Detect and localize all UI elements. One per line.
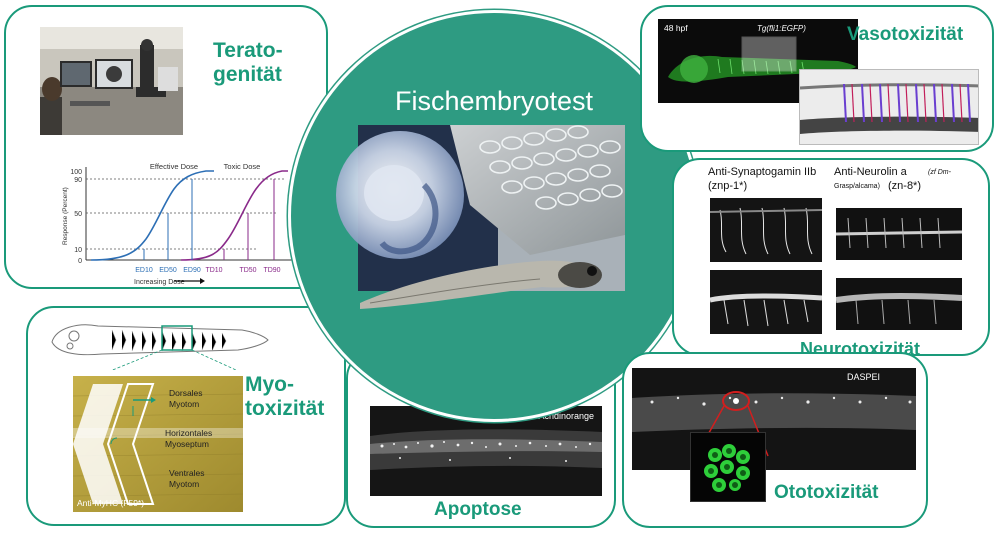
response-axis-label: Response (Percent) — [62, 187, 69, 245]
myotome-image: Dorsales Myotom Horizontales Myoseptum V… — [73, 376, 243, 512]
myotome-label-dorsal-1: Dorsales — [169, 388, 203, 398]
lab-photo — [40, 27, 183, 135]
neuro-col2-small-1: (zf Dm- — [928, 169, 951, 176]
teratogenitaet-title-line1: Terato- — [213, 39, 283, 62]
myotoxizitaet-title-line2: toxizität — [245, 397, 325, 420]
ytick-0: 0 — [78, 258, 82, 265]
toxic-dose-label: Toxic Dose — [224, 162, 261, 171]
neuro-image-top-left — [710, 198, 822, 262]
neuro-col2-heading-1: Anti-Neurolin a — [834, 166, 907, 178]
vaso-transgene-label: Tg(fli1:EGFP) — [757, 24, 806, 33]
larva-outline-sketch — [51, 324, 269, 370]
vaso-fluorescence-image: 48 hpf — [658, 19, 858, 103]
ytick-50: 50 — [74, 211, 82, 218]
neuro-col2-small-2: Grasp/alcama) — [834, 183, 880, 190]
ytick-90: 90 — [74, 177, 82, 184]
xtick-ed50: ED50 — [159, 267, 177, 274]
apoptose-stain-label: Acridinorange — [538, 411, 594, 421]
xtick-ed90: ED90 — [183, 267, 201, 274]
effective-dose-label: Effective Dose — [150, 162, 198, 171]
neuro-image-bottom-right — [836, 278, 962, 330]
myotome-label-ventral-1: Ventrales — [169, 468, 205, 478]
myotome-antibody-label: Anti-MyHC (F59*) — [77, 498, 145, 508]
vasotoxizitaet-panel: 48 hpf Tg(fli1:EGFP) Vasotoxizität — [640, 5, 994, 152]
oto-hair-cell-inset — [690, 432, 766, 502]
effective-dose-curve — [90, 170, 214, 261]
myotoxizitaet-panel: Dorsales Myotom Horizontales Myoseptum V… — [26, 306, 346, 526]
teratogenitaet-panel: Terato- genität Effective Dose Toxic Dos… — [4, 5, 328, 289]
myotoxizitaet-title-line1: Myo- — [245, 373, 294, 396]
myotome-label-ventral-2: Myotom — [169, 479, 200, 489]
xtick-ed10: ED10 — [135, 267, 153, 274]
oto-daspei-image: DASPEI — [632, 368, 916, 470]
center-title: Fischembryotest — [394, 86, 594, 116]
apoptose-title: Apoptose — [434, 499, 522, 520]
embryo-and-plate-image — [330, 125, 625, 313]
neuro-image-top-right — [836, 208, 962, 260]
neurotoxizitaet-title: Neurotoxizität — [800, 339, 921, 356]
myotome-label-horizontal-1: Horizontales — [165, 428, 213, 438]
dose-response-chart: Effective Dose Toxic Dose Response (Perc… — [62, 162, 296, 286]
myotome-label-dorsal-2: Myotom — [169, 399, 200, 409]
ytick-10: 10 — [74, 247, 82, 254]
neuro-col1-heading-2: (znp-1*) — [708, 180, 748, 192]
vaso-vessel-image — [799, 69, 979, 145]
ototoxizitaet-title: Ototoxizität — [774, 482, 879, 503]
neurotoxizitaet-panel: Anti-Synaptogamin IIb (znp-1*) Anti-Neur… — [672, 158, 990, 356]
myotome-label-horizontal-2: Myoseptum — [165, 439, 209, 449]
xtick-td90: TD90 — [263, 267, 280, 274]
toxic-dose-curve — [180, 170, 288, 261]
ytick-100: 100 — [70, 169, 82, 176]
vaso-age-label: 48 hpf — [664, 23, 688, 33]
oto-stain-label: DASPEI — [846, 372, 880, 382]
neuro-col1-heading-1: Anti-Synaptogamin IIb — [708, 166, 817, 178]
x-axis-label: Increasing Dose — [134, 279, 185, 286]
neuro-col2-heading-2: (zn-8*) — [888, 180, 922, 192]
teratogenitaet-title-line2: genität — [213, 63, 282, 86]
xtick-td10: TD10 — [205, 267, 222, 274]
neuro-image-bottom-left — [710, 270, 822, 334]
xtick-td50: TD50 — [239, 267, 256, 274]
ototoxizitaet-panel: DASPEI Ototoxizität — [622, 352, 928, 528]
vasotoxizitaet-title: Vasotoxizität — [847, 24, 964, 45]
